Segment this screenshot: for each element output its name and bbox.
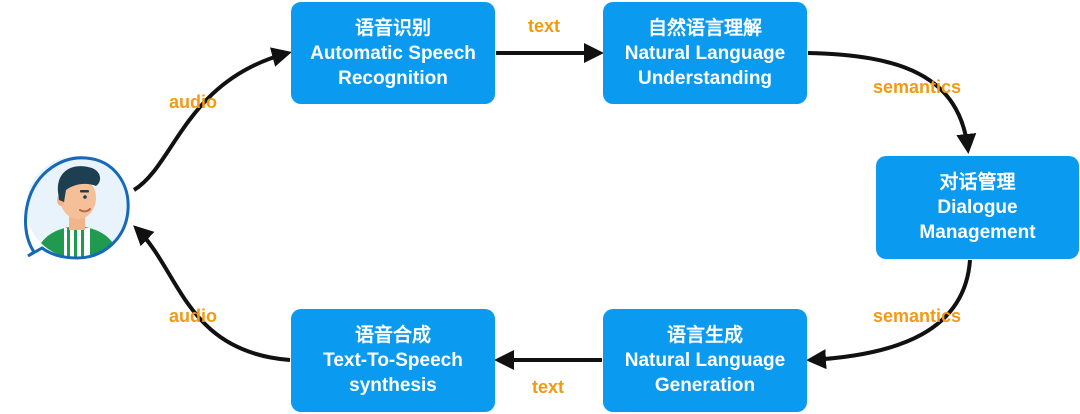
nlg-title-zh: 语言生成 (666, 324, 743, 346)
dm-node: 对话管理 Dialogue Management (876, 156, 1079, 259)
nlu-title-zh: 自然语言理解 (647, 16, 762, 39)
arrow-user-to-asr (132, 47, 292, 192)
nlu-title-en-line2: Understanding (637, 67, 773, 89)
tts-node: 语音合成 Text-To-Speech synthesis (291, 309, 495, 412)
nlg-title-en-line1: Natural Language (624, 350, 786, 371)
edge-label-tts-to-user: audio (169, 306, 217, 326)
arrow-dm-to-nlg (806, 259, 972, 370)
edge-label-nlg-to-tts: text (532, 377, 565, 397)
edge-label-user-to-asr: audio (169, 92, 217, 112)
edge-label-nlu-to-dm: semantics (873, 77, 962, 97)
dm-title-en-line1: Dialogue (937, 197, 1018, 218)
nlg-node: 语言生成 Natural Language Generation (603, 309, 807, 412)
arrow-tts-to-user (133, 225, 291, 362)
arrow-nlu-to-dm (807, 51, 977, 154)
tts-title-en-line1: Text-To-Speech (323, 350, 463, 371)
edge-label-asr-to-nlu: text (528, 16, 561, 36)
edge-label-dm-to-nlg: semantics (873, 306, 962, 326)
user-avatar-icon (24, 156, 130, 260)
dm-title-zh: 对话管理 (939, 171, 1016, 193)
nlg-title-en-line2: Generation (654, 375, 756, 396)
asr-title-en-line2: Recognition (338, 67, 448, 89)
nlu-title-en-line1: Natural Language (624, 42, 786, 64)
asr-node: 语音识别 Automatic Speech Recognition (291, 2, 495, 104)
asr-title-zh: 语音识别 (354, 16, 431, 39)
tts-title-zh: 语音合成 (354, 324, 431, 346)
asr-title-en-line1: Automatic Speech (310, 42, 476, 64)
nlu-node: 自然语言理解 Natural Language Understanding (603, 2, 807, 104)
tts-title-en-line2: synthesis (349, 375, 437, 396)
dm-title-en-line2: Management (919, 222, 1036, 243)
